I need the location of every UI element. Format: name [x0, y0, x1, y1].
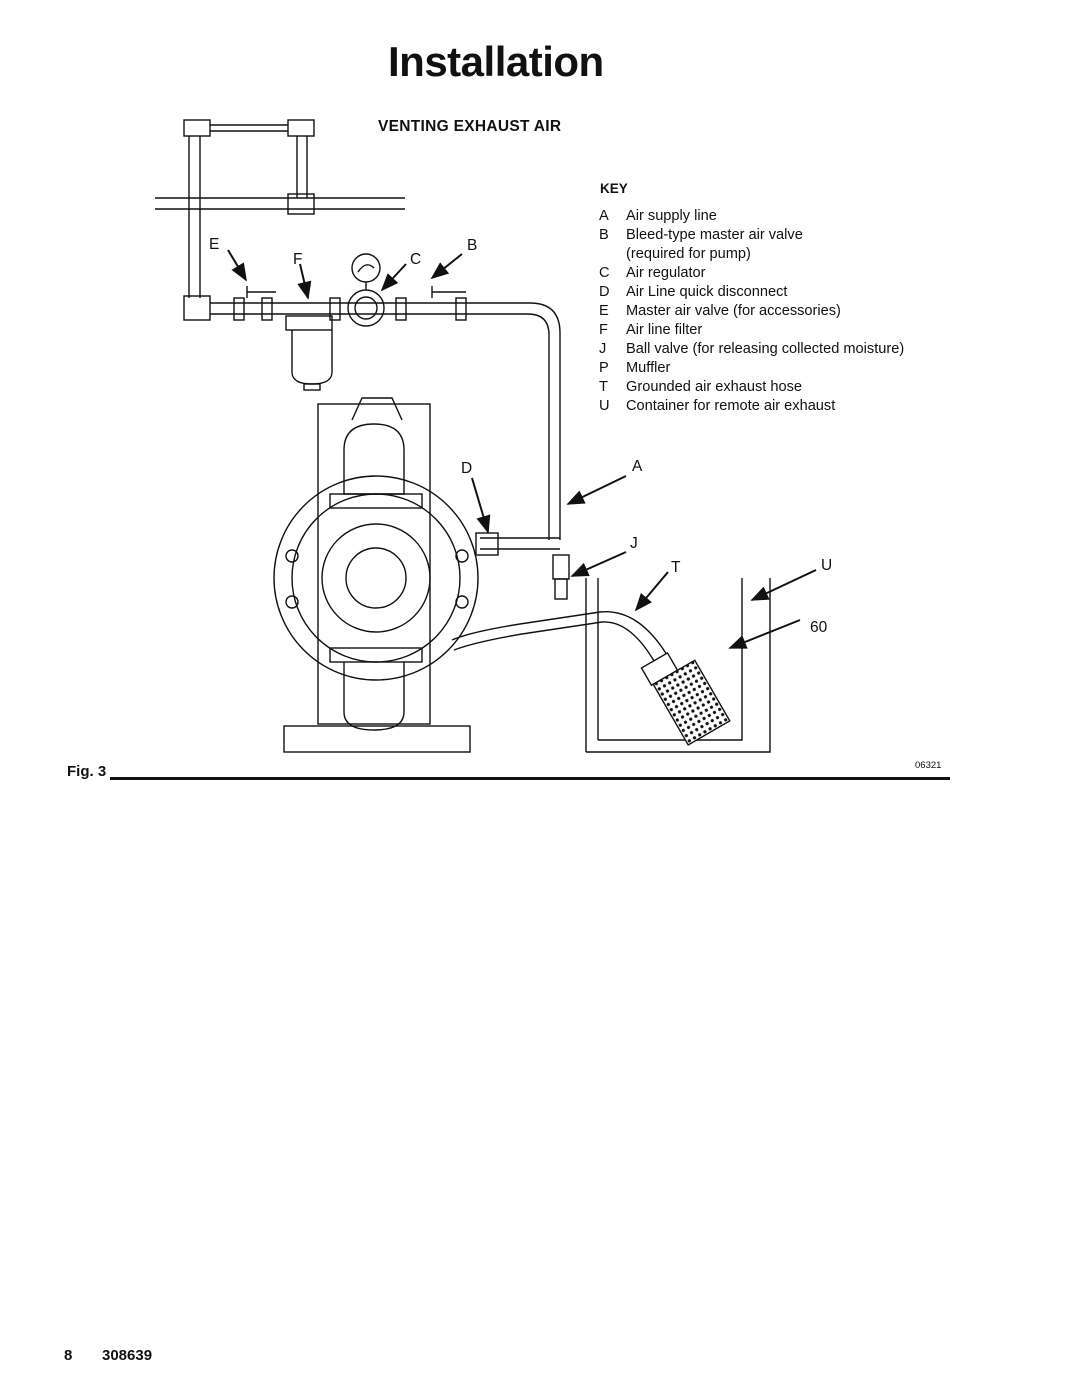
key-text: Master air valve (for accessories) [626, 303, 841, 319]
key-letter: U [599, 398, 610, 414]
figure-number: 06321 [915, 760, 942, 771]
key-text: Bleed-type master air valve [626, 227, 803, 243]
key-text: Air line filter [626, 322, 703, 338]
key-letter: D [599, 284, 610, 300]
key-text: Air supply line [626, 208, 717, 224]
key-letter: P [599, 360, 609, 376]
document-number: 308639 [102, 1347, 153, 1364]
supply-piping [155, 119, 405, 321]
key-item: F Air line filter [599, 321, 904, 340]
callout-arrows [227, 249, 817, 649]
page-title: Installation [388, 38, 604, 85]
key-item: A Air supply line [599, 207, 904, 226]
figure-rule [110, 777, 950, 780]
key-text-continued: (required for pump) [626, 246, 751, 262]
key-text: Air regulator [626, 265, 706, 281]
key-text: Ball valve (for releasing collected mois… [626, 341, 905, 357]
callout-j: J [630, 535, 638, 552]
callout-d: D [461, 460, 472, 477]
air-manifold [210, 253, 500, 391]
callout-f: F [293, 251, 302, 268]
key-item: E Master air valve (for accessories) [599, 302, 904, 321]
callout-c: C [410, 251, 421, 268]
callout-60: 60 [810, 619, 828, 636]
key-letter: A [599, 208, 609, 224]
key-letter: C [599, 265, 610, 281]
page-number: 8 [64, 1347, 73, 1364]
callout-t: T [671, 559, 681, 576]
key-letter: J [599, 341, 607, 357]
key-item: B Bleed-type master air valve [599, 226, 904, 245]
key-text: Container for remote air exhaust [626, 398, 836, 414]
callout-u: U [821, 557, 832, 574]
key-letter: T [599, 379, 608, 395]
key-letter: E [599, 303, 609, 319]
pump-installation-diagram: E F C B D A J T U 60 [155, 119, 832, 753]
key-letter: B [599, 227, 609, 243]
key-text: Grounded air exhaust hose [626, 379, 803, 395]
key-heading: KEY [600, 181, 628, 196]
exhaust-container [585, 578, 771, 753]
key-item: T Grounded air exhaust hose [599, 378, 904, 397]
exhaust-hose [451, 611, 671, 669]
callout-a: A [632, 458, 643, 475]
key-list: A Air supply line B Bleed-type master air … [599, 207, 904, 416]
key-item: P Muffler [599, 359, 904, 378]
key-item: D Air Line quick disconnect [599, 283, 904, 302]
air-supply-line [475, 302, 570, 600]
callout-b: B [467, 237, 477, 254]
key-text: Air Line quick disconnect [626, 284, 788, 300]
key-text: Muffler [626, 360, 671, 376]
key-item: C Air regulator [599, 264, 904, 283]
diaphragm-pump [273, 397, 479, 753]
section-heading: VENTING EXHAUST AIR [378, 118, 562, 135]
key-item: J Ball valve (for releasing collected moi… [599, 340, 904, 359]
key-item: U Container for remote air exhaust [599, 397, 904, 416]
key-letter: F [599, 322, 608, 338]
callout-e: E [209, 236, 219, 253]
muffler [640, 652, 731, 746]
figure-label: Fig. 3 [67, 763, 107, 780]
